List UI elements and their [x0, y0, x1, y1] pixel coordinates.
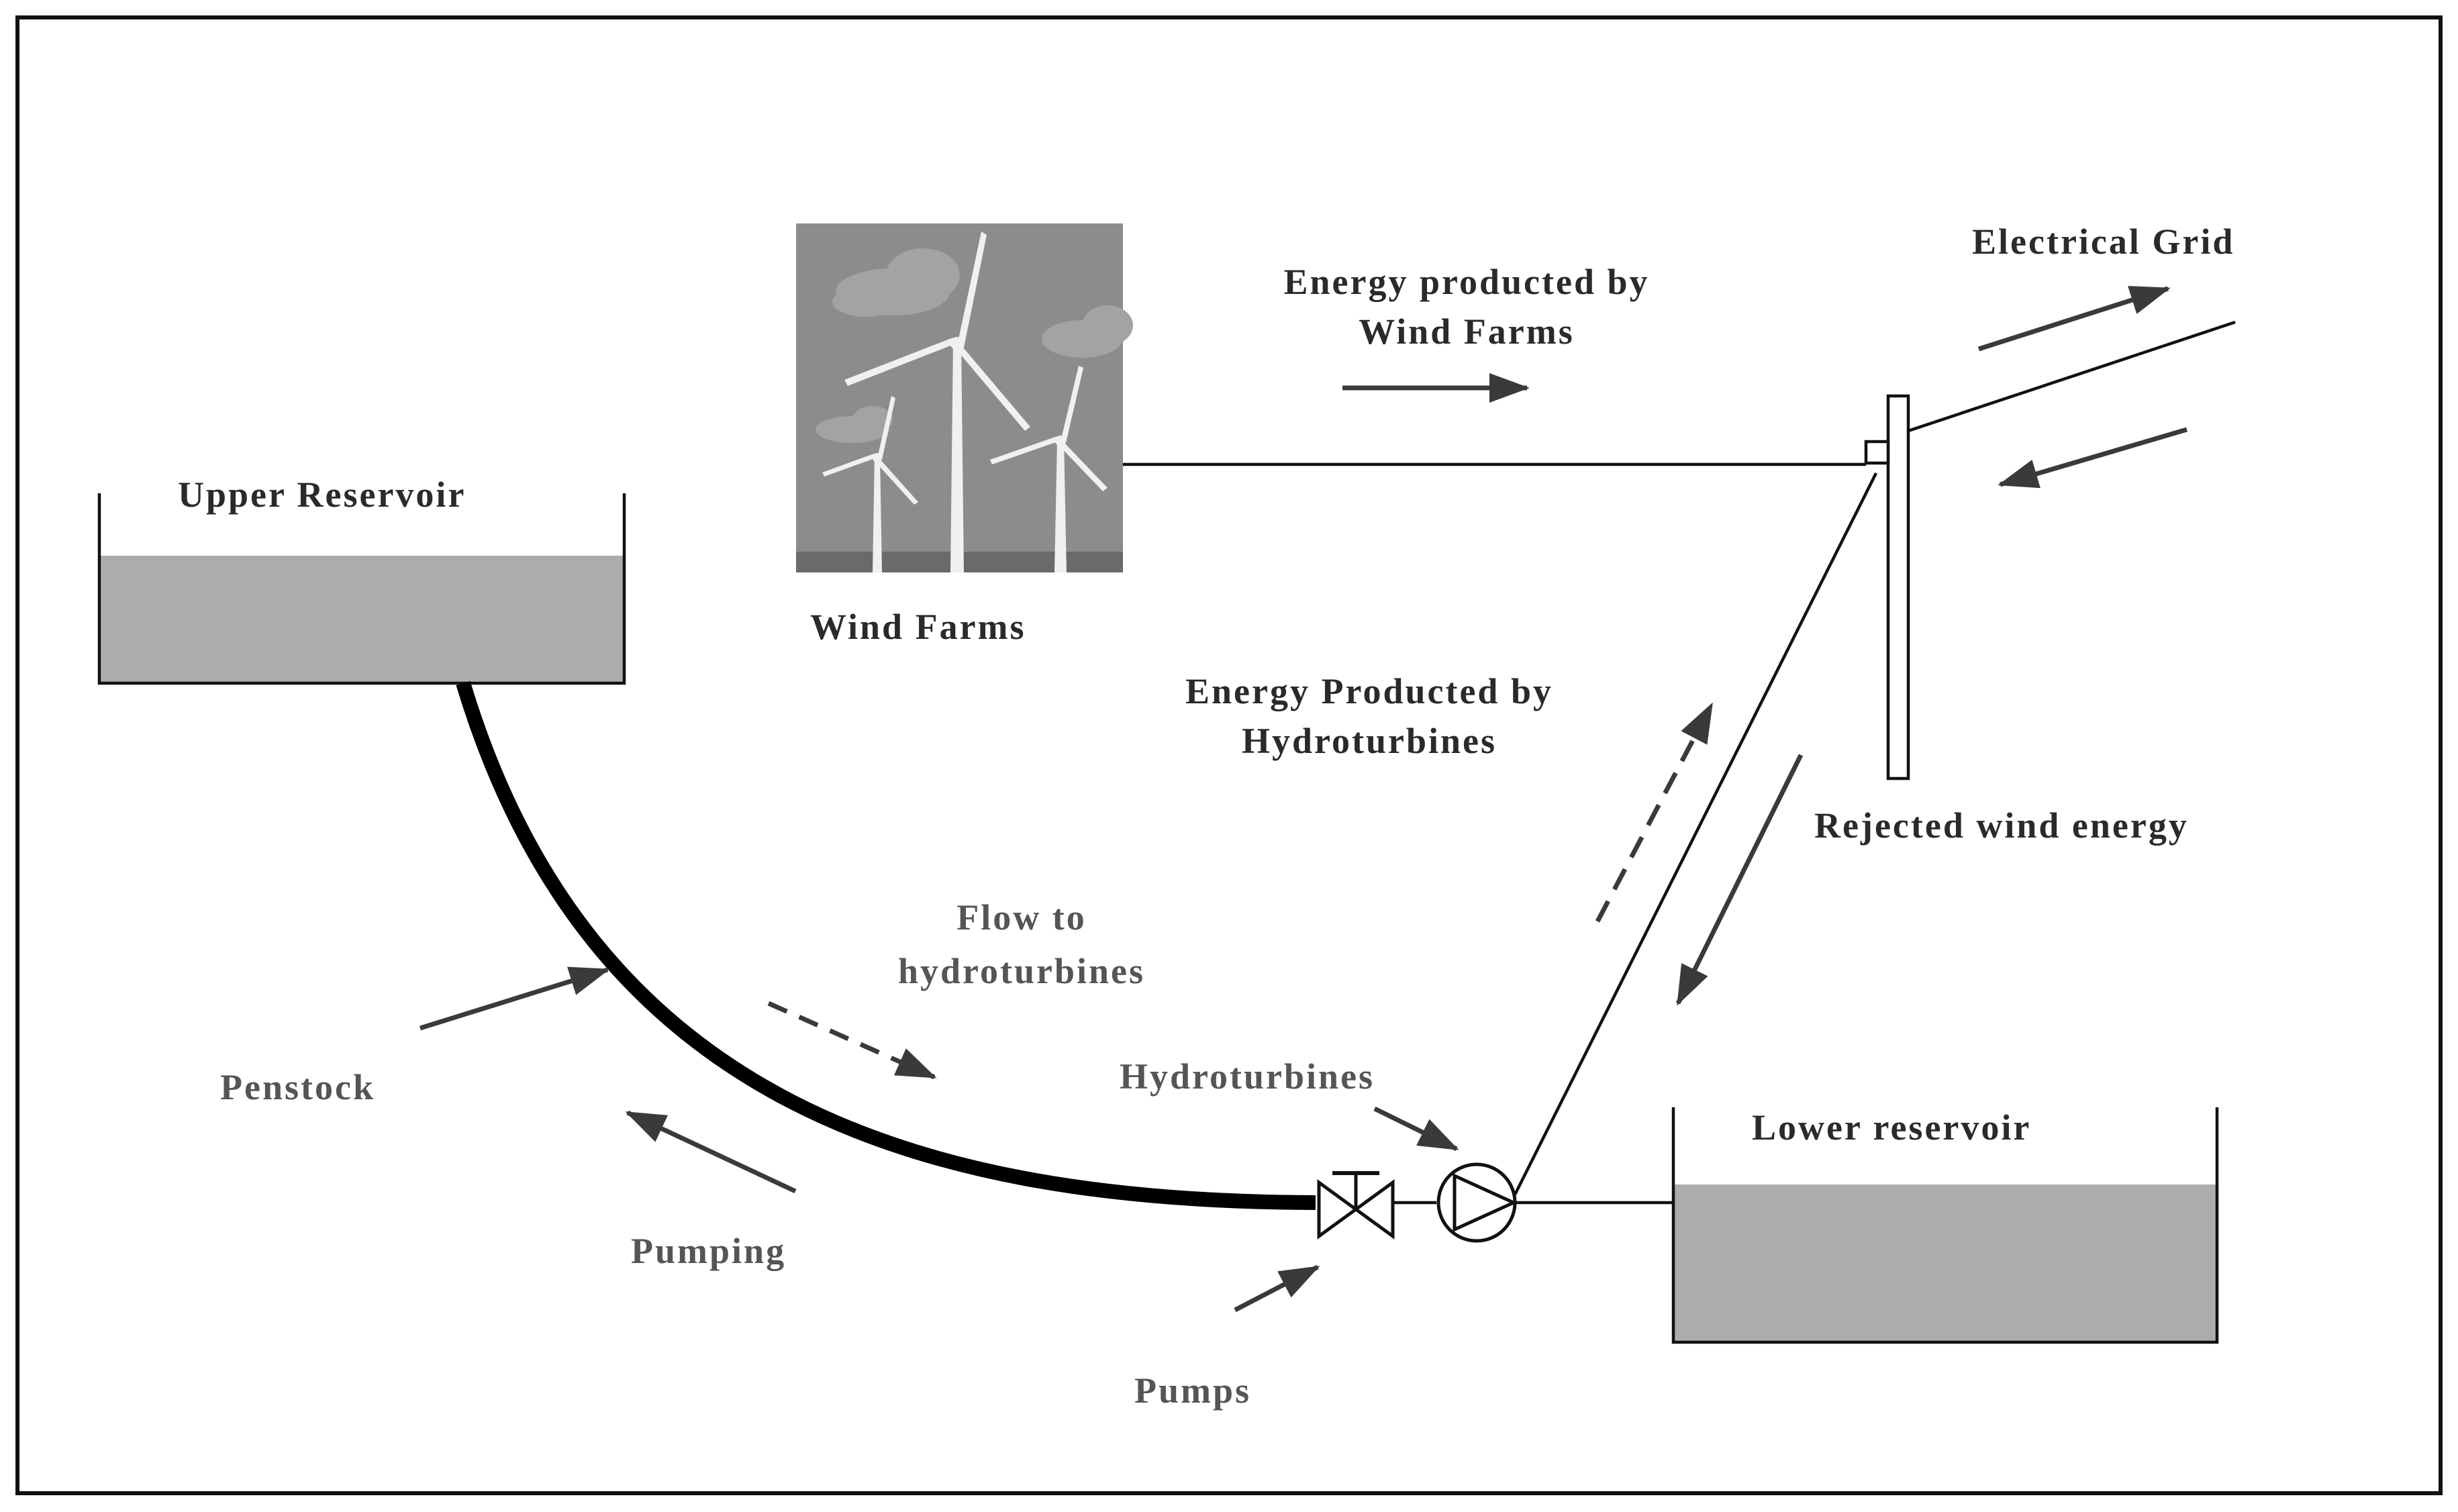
hydroturbines-label: Hydroturbines: [1120, 1056, 1375, 1097]
energy-hydro-label-line1: Energy Producted by: [1185, 671, 1553, 711]
pumps-pointer-arrow: [1234, 1264, 1320, 1313]
pumping-arrow: [625, 1110, 797, 1194]
wind-farm-image: [796, 223, 1133, 572]
wind-turbine-icon: [822, 232, 1108, 572]
wind-farms-label: Wind Farms: [810, 607, 1026, 647]
upper-reservoir-walls: [97, 493, 626, 685]
penstock-label: Penstock: [220, 1067, 375, 1107]
energy-wind-label-line2: Wind Farms: [1359, 311, 1575, 352]
energy-wind-label-line1: Energy producted by: [1283, 262, 1649, 302]
hydro-energy-arrow: [1595, 702, 1714, 923]
energy-hydro-label-line2: Hydroturbines: [1242, 721, 1497, 761]
rejected-wind-arrow: [1675, 754, 1804, 1006]
lower-reservoir: [1671, 1107, 2219, 1344]
lower-reservoir-walls: [1671, 1107, 2219, 1344]
pump-icon: [1436, 1162, 1518, 1243]
flow-label-line1: Flow to: [956, 897, 1086, 938]
penstock-pipe: [456, 681, 1316, 1210]
grid-import-arrow: [1998, 427, 2187, 489]
hydroturbines-pointer-arrow: [1373, 1106, 1459, 1152]
flow-to-hydroturbines-arrow: [767, 1001, 937, 1080]
upper-reservoir: [97, 493, 626, 685]
valve-icon: [1317, 1171, 1395, 1240]
flow-label-line2: hydroturbines: [898, 951, 1145, 991]
lower-reservoir-water: [1673, 1185, 2217, 1342]
grid-export-arrow: [1977, 286, 2171, 352]
upper-reservoir-water: [99, 556, 624, 683]
electrical-grid-label: Electrical Grid: [1972, 221, 2234, 262]
pumping-label: Pumping: [631, 1231, 786, 1271]
grid-transmission-line: [1908, 320, 2236, 433]
pump-to-grid-line: [1513, 472, 1878, 1196]
grid-pole: [1864, 394, 1910, 780]
upper-reservoir-label: Upper Reservoir: [178, 474, 466, 515]
penstock-pointer-arrow: [419, 966, 610, 1031]
lower-reservoir-label: Lower reservoir: [1752, 1107, 2031, 1148]
pumps-label: Pumps: [1134, 1370, 1251, 1411]
rejected-wind-label: Rejected wind energy: [1814, 805, 2189, 846]
